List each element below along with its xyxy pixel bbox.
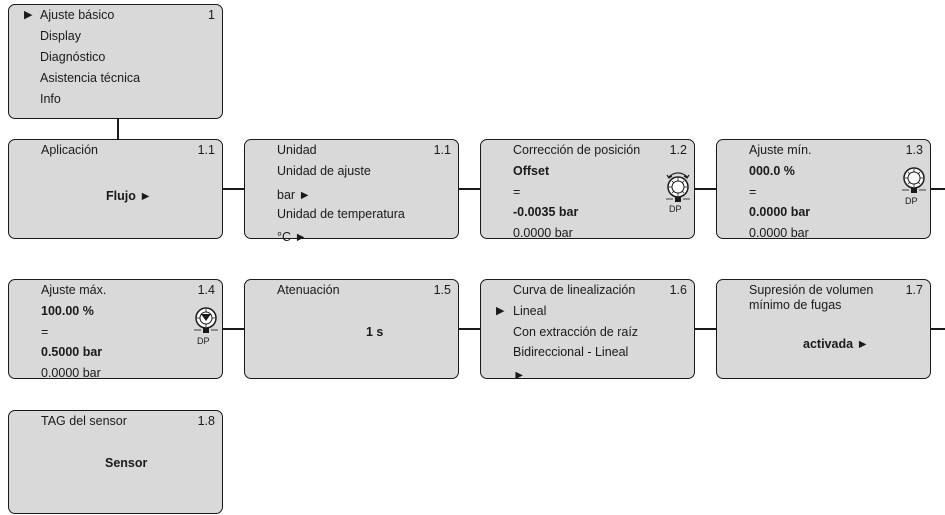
correccion-number: 1.2 xyxy=(669,143,687,157)
menu-item-info[interactable]: Info xyxy=(40,92,61,106)
atenuacion-number: 1.5 xyxy=(433,283,451,297)
correccion-offset: Offset xyxy=(513,164,550,178)
curva-number: 1.6 xyxy=(669,283,687,297)
unidad-temp-label: Unidad de temperatura xyxy=(277,207,405,221)
curva-box[interactable]: Curva de linealización 1.6 ▶ Lineal Con … xyxy=(480,279,695,382)
aplicacion-box[interactable]: Aplicación 1.1 Flujo ► xyxy=(8,139,223,239)
unidad-temp-value[interactable]: °C ► xyxy=(277,230,307,244)
ajuste-min-value: 0.0000 bar xyxy=(749,205,811,219)
connector-main-down xyxy=(117,118,119,140)
dp-label: DP xyxy=(197,336,210,346)
menu-item-diagnostico[interactable]: Diagnóstico xyxy=(40,50,106,64)
ajuste-min-percent: 000.0 % xyxy=(749,164,795,178)
unidad-ajuste-value[interactable]: bar ► xyxy=(277,188,311,202)
connector-row1-1 xyxy=(222,188,244,190)
dp-label: DP xyxy=(669,204,682,214)
menu-item-display[interactable]: Display xyxy=(40,29,81,43)
dp-knob-icon xyxy=(902,167,926,193)
ajuste-min-number: 1.3 xyxy=(905,143,923,157)
supresion-number: 1.7 xyxy=(905,283,923,297)
tag-title: TAG del sensor xyxy=(41,414,127,428)
tag-box[interactable]: TAG del sensor 1.8 Sensor xyxy=(8,410,223,514)
ajuste-min-current: 0.0000 bar xyxy=(749,226,809,240)
curva-title: Curva de linealización xyxy=(513,283,636,297)
atenuacion-box[interactable]: Atenuación 1.5 1 s xyxy=(244,279,459,379)
supresion-value[interactable]: activada ► xyxy=(803,337,869,351)
ajuste-max-current: 0.0000 bar xyxy=(41,366,101,380)
correccion-value: -0.0035 bar xyxy=(513,205,579,219)
correccion-equals: = xyxy=(513,185,521,199)
ajuste-min-title: Ajuste mín. xyxy=(749,143,812,157)
connector-row2-1 xyxy=(222,328,244,330)
menu-item-asistencia[interactable]: Asistencia técnica xyxy=(40,71,141,85)
ajuste-max-box[interactable]: Ajuste máx. 1.4 100.00 % = 0.5000 bar 0.… xyxy=(8,279,223,380)
connector-row2-3 xyxy=(694,328,716,330)
ajuste-max-title: Ajuste máx. xyxy=(41,283,107,297)
selection-marker: ▶ xyxy=(24,9,33,21)
main-menu-box: ▶ Ajuste básico Display Diagnóstico Asis… xyxy=(8,4,223,119)
unidad-title: Unidad xyxy=(277,143,317,157)
connector-row1-out xyxy=(930,188,945,190)
correccion-current: 0.0000 bar xyxy=(513,226,573,240)
supresion-title-2: mínimo de fugas xyxy=(749,298,842,312)
connector-row1-3 xyxy=(694,188,716,190)
aplicacion-value: Flujo ► xyxy=(106,189,152,203)
correccion-title: Corrección de posición xyxy=(513,143,641,157)
connector-row1-2 xyxy=(458,188,480,190)
ajuste-min-box[interactable]: Ajuste mín. 1.3 000.0 % = 0.0000 bar 0.0… xyxy=(716,139,931,240)
option-lineal[interactable]: Lineal xyxy=(513,304,547,318)
supresion-title-1: Supresión de volumen xyxy=(749,283,874,297)
ajuste-min-equals: = xyxy=(749,185,757,199)
selection-marker: ▶ xyxy=(496,305,505,317)
dp-knob-rotate-icon xyxy=(666,172,690,202)
menu-number: 1 xyxy=(208,8,215,22)
aplicacion-number: 1.1 xyxy=(197,143,215,157)
dp-knob-icon xyxy=(194,307,218,333)
aplicacion-title: Aplicación xyxy=(41,143,98,157)
atenuacion-title: Atenuación xyxy=(277,283,340,297)
ajuste-max-percent: 100.00 % xyxy=(41,304,94,318)
connector-row2-2 xyxy=(458,328,480,330)
correccion-box[interactable]: Corrección de posición 1.2 Offset = -0.0… xyxy=(480,139,695,240)
menu-item-ajuste-basico[interactable]: Ajuste básico xyxy=(40,8,115,22)
supresion-box[interactable]: Supresión de volumen mínimo de fugas 1.7… xyxy=(716,279,931,379)
option-raiz[interactable]: Con extracción de raíz xyxy=(513,325,639,339)
unidad-number: 1.1 xyxy=(433,143,451,157)
dp-label: DP xyxy=(905,196,918,206)
tag-number: 1.8 xyxy=(197,414,215,428)
ajuste-max-equals: = xyxy=(41,325,49,339)
ajuste-max-value: 0.5000 bar xyxy=(41,345,103,359)
ajuste-max-number: 1.4 xyxy=(197,283,215,297)
connector-row2-out xyxy=(930,328,945,330)
unidad-box[interactable]: Unidad 1.1 Unidad de ajuste bar ► Unidad… xyxy=(244,139,459,244)
atenuacion-value: 1 s xyxy=(366,325,384,339)
curva-arrow[interactable]: ► xyxy=(513,368,526,382)
unidad-ajuste-label: Unidad de ajuste xyxy=(277,164,371,178)
option-bidireccional[interactable]: Bidireccional - Lineal xyxy=(513,345,629,359)
tag-value: Sensor xyxy=(105,456,148,470)
